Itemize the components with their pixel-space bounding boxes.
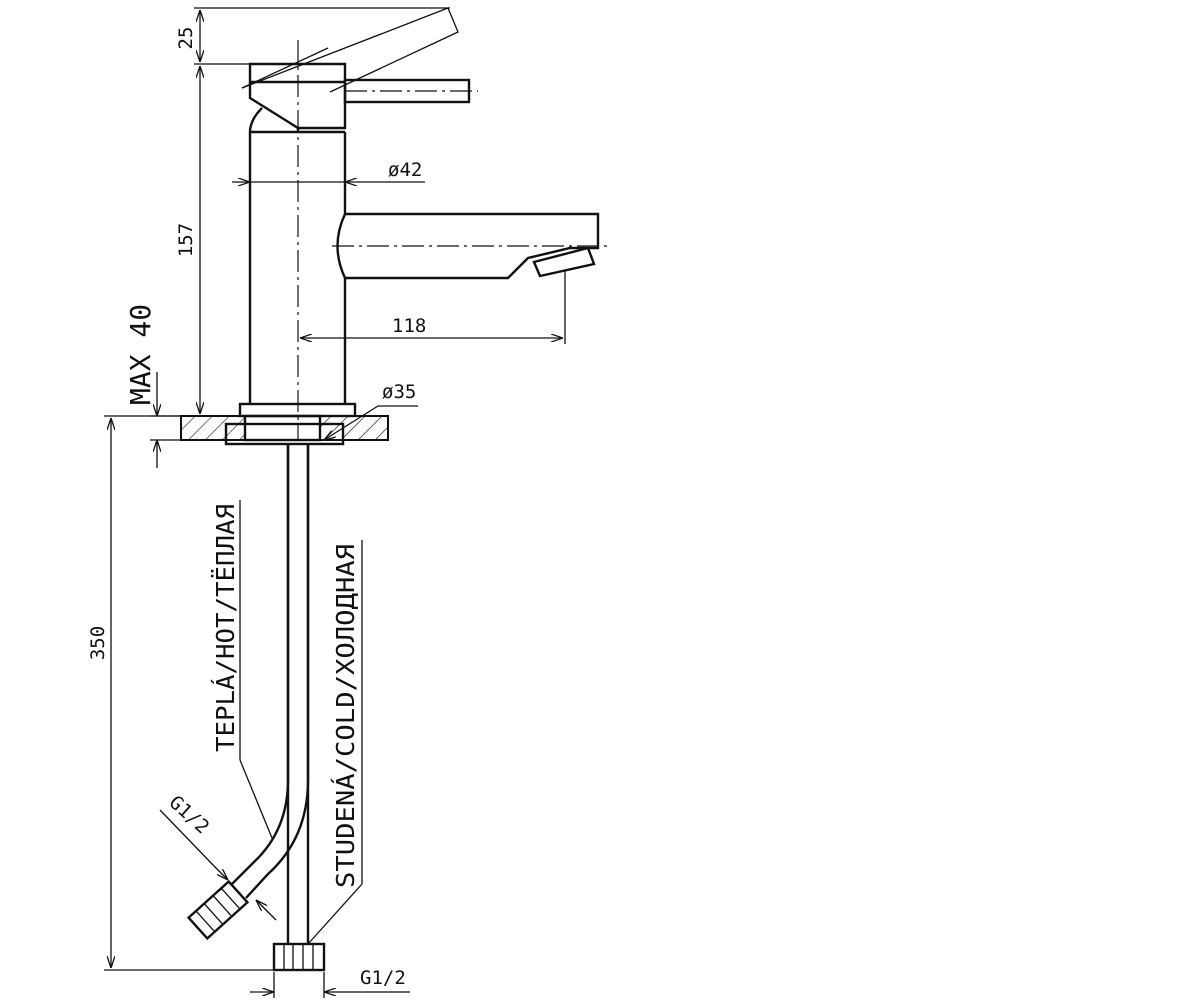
dimension-label-350: 350 xyxy=(87,626,109,660)
dimension-label-118: 118 xyxy=(392,315,426,337)
dimension-label-cold-g12: G1/2 xyxy=(360,967,406,989)
hot-water-label: TEPLÁ/HOT/TËПЛАЯ xyxy=(211,504,240,752)
lever-handle xyxy=(241,7,478,133)
dimension-spout-reach: 118 xyxy=(300,270,566,344)
dimension-hose-length: 350 xyxy=(87,415,274,971)
dimension-base-diameter: ø35 xyxy=(324,381,418,440)
cold-water-label: STUDENÁ/COLD/ХОЛОДНАЯ xyxy=(331,544,360,888)
dimension-hot-thread: G1/2 xyxy=(159,791,277,921)
counter-deck xyxy=(180,414,389,446)
dimension-label-d35: ø35 xyxy=(382,381,416,403)
dimension-label-d42: ø42 xyxy=(388,159,422,181)
dimension-body-height: 157 xyxy=(175,66,200,414)
spout xyxy=(332,212,610,280)
dimension-label-hot-g12: G1/2 xyxy=(165,791,214,838)
hot-hose xyxy=(186,444,310,941)
hot-label-group: TEPLÁ/HOT/TËПЛАЯ xyxy=(211,500,273,839)
dimension-label-max40: MAX 40 xyxy=(124,304,157,405)
dimension-body-diameter: ø42 xyxy=(232,159,425,182)
cold-label-group: STUDENÁ/COLD/ХОЛОДНАЯ xyxy=(307,540,363,945)
dimension-lever-height: 25 xyxy=(175,7,450,65)
dimension-label-25: 25 xyxy=(175,27,197,50)
dimension-cold-thread: G1/2 xyxy=(250,967,410,998)
dimension-label-157: 157 xyxy=(175,223,197,257)
cold-hose xyxy=(272,444,326,972)
faucet-body xyxy=(248,130,347,404)
dimension-max-deck: MAX 40 xyxy=(124,304,181,468)
